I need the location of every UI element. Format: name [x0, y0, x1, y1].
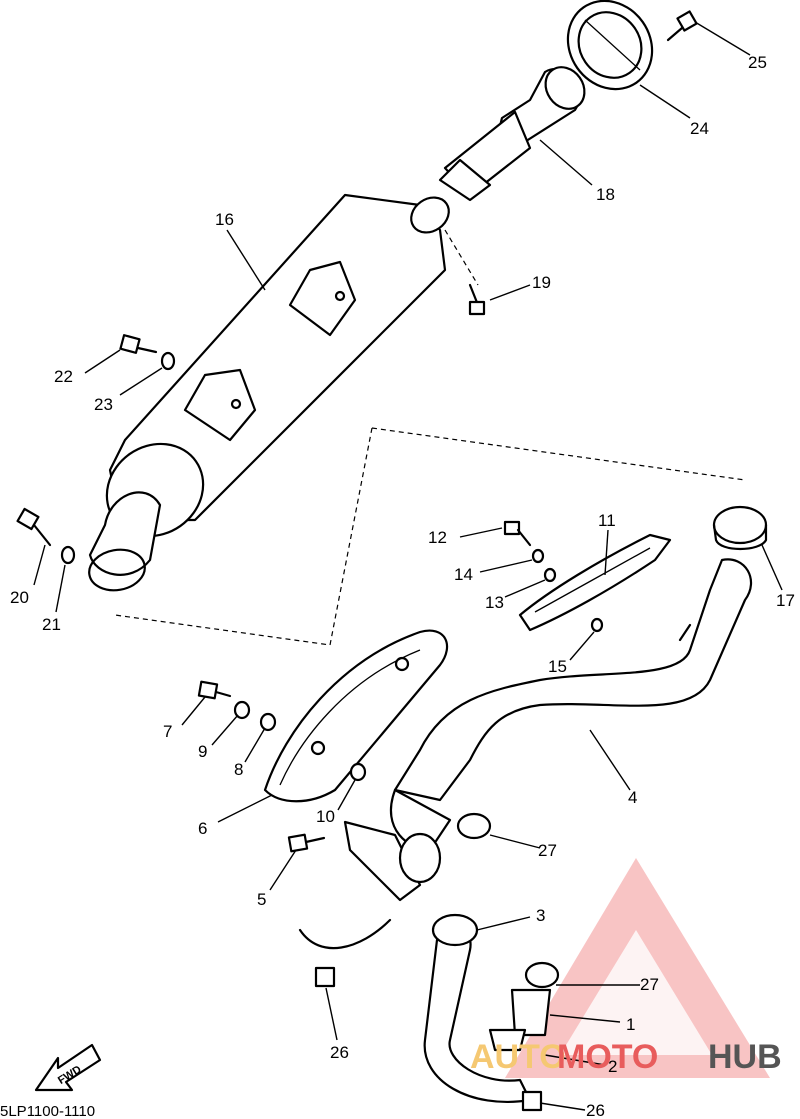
part-25-bolt [666, 10, 698, 42]
part-26-nut-b [521, 1090, 543, 1112]
part-2-stud [488, 988, 552, 1052]
callout-6: 6 [198, 819, 207, 838]
part-22-bolt [119, 334, 158, 354]
part-6-protector [263, 629, 449, 803]
callout-26-upper: 26 [330, 1043, 349, 1062]
watermark-text: AUTO MOTO HUB [470, 1038, 782, 1076]
callout-20: 20 [10, 588, 29, 607]
part-19-bolt [468, 283, 486, 316]
callout-14: 14 [454, 565, 473, 584]
callout-17: 17 [776, 591, 795, 610]
assembly-link-19 [444, 229, 479, 286]
part-18-tail-pipe [438, 66, 586, 202]
part-9-washer [233, 700, 251, 720]
callout-27-upper: 27 [538, 841, 557, 860]
callout-7: 7 [163, 722, 172, 741]
callout-8: 8 [234, 760, 243, 779]
callout-1: 1 [626, 1015, 635, 1034]
part-27-gasket-upper [456, 812, 492, 840]
callout-13: 13 [485, 593, 504, 612]
callout-5: 5 [257, 890, 266, 909]
part-11-heat-protector [518, 533, 672, 632]
watermark-triangle-inner [560, 930, 712, 1055]
callout-labels: 25 24 18 16 19 22 23 20 21 11 12 14 13 1… [10, 53, 795, 1119]
part-17-gasket [712, 505, 768, 550]
callout-3: 3 [536, 906, 545, 925]
callout-12: 12 [428, 528, 447, 547]
callout-4: 4 [628, 788, 637, 807]
callout-26-lower: 26 [586, 1101, 605, 1119]
callout-24: 24 [690, 119, 709, 138]
callout-27-lower: 27 [640, 975, 659, 994]
leader-lines [33, 21, 783, 1111]
part-16-muffler [88, 193, 450, 592]
part-26-nut-a [314, 966, 336, 988]
part-13-collar [543, 567, 557, 583]
part-14-washer [531, 548, 545, 564]
part-flange [343, 820, 442, 902]
callout-11: 11 [598, 511, 616, 530]
watermark-hub: HUB [708, 1038, 782, 1076]
drawing-code: 5LP1100-1110 [0, 1103, 95, 1119]
fwd-arrow-icon: FWD [34, 1043, 102, 1092]
part-23-washer [160, 351, 176, 371]
callout-23: 23 [94, 395, 113, 414]
callout-16: 16 [215, 210, 234, 229]
part-20-bolt [16, 507, 52, 547]
callout-18: 18 [596, 185, 615, 204]
watermark-logo [505, 858, 770, 1078]
part-5-bolt [287, 833, 326, 853]
part-7-bolt [197, 680, 232, 700]
part-8-grommet [259, 712, 277, 732]
part-10-grommet [349, 762, 367, 782]
part-4-exhaust-pipe [389, 558, 752, 852]
callout-21: 21 [42, 615, 61, 634]
part-15-collar [590, 617, 604, 633]
part-12-bolt [503, 520, 532, 547]
callout-10: 10 [316, 807, 335, 826]
assembly-link-frame [114, 427, 746, 646]
part-21-washer [60, 545, 76, 565]
watermark-auto: AUTO [470, 1038, 566, 1076]
watermark-moto: MOTO [557, 1038, 658, 1076]
callout-19: 19 [532, 273, 551, 292]
part-1-header-pipe [298, 913, 532, 1103]
callout-2: 2 [608, 1057, 617, 1076]
callout-15: 15 [548, 657, 567, 676]
callout-9: 9 [198, 742, 207, 761]
part-27-gasket-lower [524, 961, 560, 989]
part-24-end-cap [566, 0, 654, 91]
callout-25: 25 [748, 53, 767, 72]
callout-22: 22 [54, 367, 73, 386]
